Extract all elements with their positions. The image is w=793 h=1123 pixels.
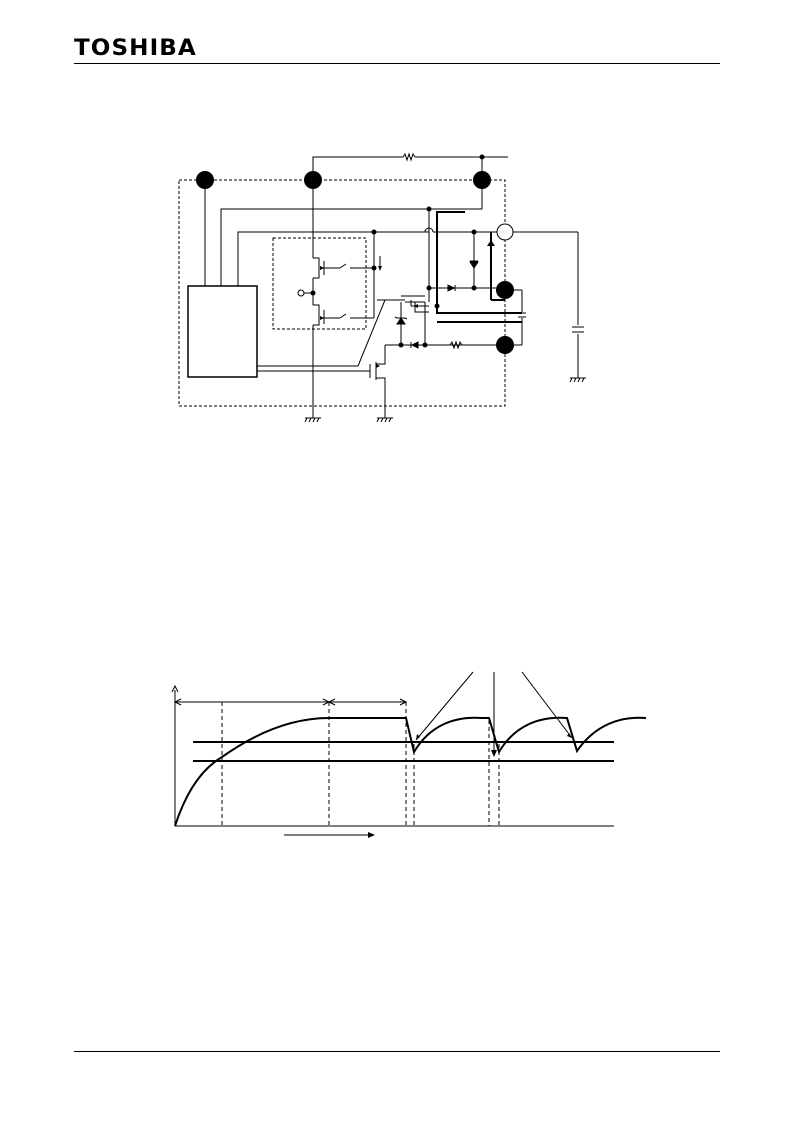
supply-line	[312, 156, 403, 180]
footer-rule	[74, 1051, 720, 1052]
waveform-curve	[174, 716, 647, 827]
waveform-plot	[171, 671, 647, 838]
header-rule	[74, 63, 720, 64]
power-bus	[436, 211, 522, 314]
switch-block-box	[272, 237, 367, 330]
ic-boundary-box	[178, 179, 506, 407]
zener-diode-icon	[396, 317, 406, 325]
control-block	[187, 285, 258, 378]
terminal-node-icon	[196, 171, 214, 189]
circuit-diagram	[178, 152, 586, 423]
toshiba-logo: TOSHIBA	[74, 36, 197, 61]
diode-icon	[469, 261, 479, 269]
